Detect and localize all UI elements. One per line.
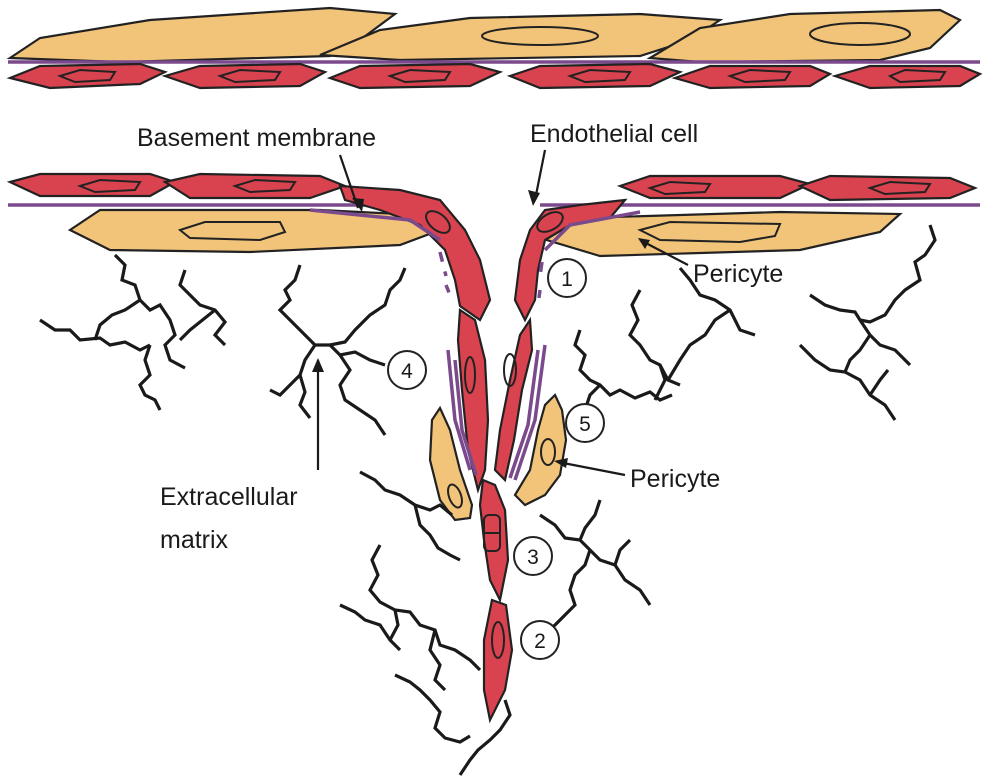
basement-membrane-sprout: [440, 252, 446, 276]
ecm-fiber: [180, 310, 215, 340]
endothelial-cell: [165, 64, 325, 88]
endothelial-cell: [10, 174, 175, 196]
label-basement-membrane: Basement membrane: [137, 124, 376, 152]
step-4-marker: 4: [388, 351, 426, 389]
label-ecm-line2: matrix: [160, 526, 229, 554]
ecm-fiber: [810, 295, 910, 365]
arrowhead: [528, 190, 540, 206]
ecm-fiber: [845, 335, 870, 372]
endothelial-cell: [495, 320, 532, 480]
ecm-fiber: [580, 500, 600, 540]
ecm-fiber: [395, 675, 470, 742]
step-3-number: 3: [527, 546, 539, 569]
step-1-marker: 1: [548, 259, 586, 297]
ecm-fiber: [370, 545, 480, 670]
endothelial-cell: [165, 174, 345, 198]
step-3-marker: 3: [514, 537, 552, 575]
ecm-fiber: [330, 268, 405, 345]
ecm-fiber: [95, 300, 140, 340]
step-4-number: 4: [401, 360, 413, 383]
ecm-fiber: [870, 370, 888, 395]
basement-membrane-sprout: [540, 262, 542, 276]
arrow-pericyte-mid: [558, 462, 625, 475]
label-pericyte-top: Pericyte: [693, 260, 783, 288]
endothelial-cell: [10, 64, 165, 88]
sprouting-vessel: [8, 174, 980, 720]
basement-membrane-sprout: [446, 285, 452, 300]
ecm-fiber: [270, 345, 315, 395]
endothelial-cell: [510, 64, 680, 88]
step-2-marker: 2: [521, 621, 559, 659]
ecm-fiber: [860, 225, 935, 322]
label-pericyte-mid: Pericyte: [630, 465, 720, 493]
ecm-fiber: [800, 345, 895, 420]
label-endothelial-cell: Endothelial cell: [530, 120, 698, 148]
ecm-fiber: [300, 375, 310, 418]
step-1-number: 1: [561, 268, 573, 291]
step-5-marker: 5: [566, 404, 604, 442]
label-ecm-line1: Extracellular: [160, 483, 298, 511]
ecm-fiber: [540, 515, 650, 605]
ecm-fiber: [615, 540, 630, 565]
ecm-fiber: [140, 345, 160, 410]
basement-membrane-sprout: [538, 290, 540, 305]
endothelial-cell: [620, 176, 810, 198]
ecm-fiber: [340, 605, 400, 650]
endothelial-cell: [330, 64, 500, 88]
ecm-fiber: [340, 355, 385, 435]
arrowhead: [312, 358, 324, 372]
step-2-number: 2: [534, 630, 546, 653]
step-5-number: 5: [579, 413, 591, 436]
top-vessel: [8, 8, 980, 88]
ecm-fiber: [390, 610, 398, 640]
endothelial-cell: [800, 176, 975, 200]
tip-cell: [484, 600, 512, 720]
ecm-fiber: [668, 310, 730, 380]
